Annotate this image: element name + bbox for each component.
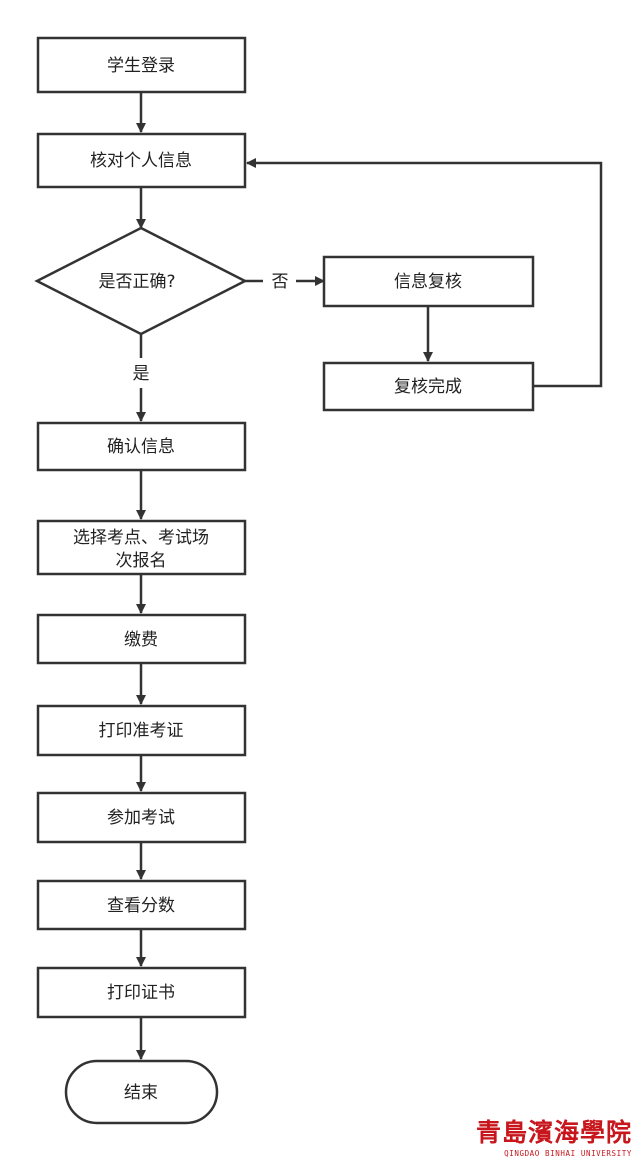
node-take-exam — [36, 791, 247, 844]
node-select-site — [36, 519, 247, 576]
node-recheck-done — [322, 361, 535, 412]
label-info-recheck: 信息复核 — [394, 272, 462, 292]
node-print-admission — [36, 704, 247, 757]
node-is-correct-decision — [34, 226, 248, 336]
label-view-score: 查看分数 — [107, 896, 175, 916]
nodes — [34, 36, 535, 1125]
label-recheck-done: 复核完成 — [394, 377, 462, 397]
label-select-site-line1: 选择考点、考试场 — [73, 528, 209, 548]
node-verify-info — [36, 132, 247, 189]
label-student-login: 学生登录 — [107, 56, 175, 76]
node-student-login — [36, 36, 247, 94]
node-end-terminal — [64, 1059, 219, 1125]
label-verify-info: 核对个人信息 — [90, 151, 192, 171]
watermark-name-en: QINGDAO BINHAI UNIVERSITY — [504, 1149, 632, 1158]
edge-label-no: 否 — [272, 272, 289, 292]
node-confirm-info — [36, 421, 247, 472]
label-print-admission: 打印准考证 — [99, 721, 184, 741]
label-pay-fee: 缴费 — [124, 630, 158, 650]
node-labels: 学生登录 核对个人信息 是否正确? 信息复核 复核完成 确认信息 选择考点、考试… — [73, 56, 462, 1103]
label-take-exam: 参加考试 — [107, 808, 175, 828]
label-select-site-line2: 次报名 — [116, 551, 167, 571]
edge-labels: 否 是 — [133, 272, 289, 384]
edge-label-yes: 是 — [133, 364, 150, 384]
node-info-recheck — [322, 255, 535, 308]
label-end: 结束 — [124, 1083, 158, 1103]
watermark-name-cn: 青島濱海學院 — [476, 1118, 632, 1147]
label-print-certificate: 打印证书 — [107, 983, 175, 1003]
connectors — [136, 92, 603, 1060]
node-view-score — [36, 879, 247, 931]
label-is-correct: 是否正确? — [98, 272, 175, 292]
label-confirm-info: 确认信息 — [107, 437, 175, 457]
university-watermark: 青島濱海學院 QINGDAO BINHAI UNIVERSITY — [476, 1118, 632, 1158]
edge-done-loop-back — [246, 158, 603, 388]
node-pay-fee — [36, 613, 247, 665]
node-print-certificate — [36, 966, 247, 1019]
